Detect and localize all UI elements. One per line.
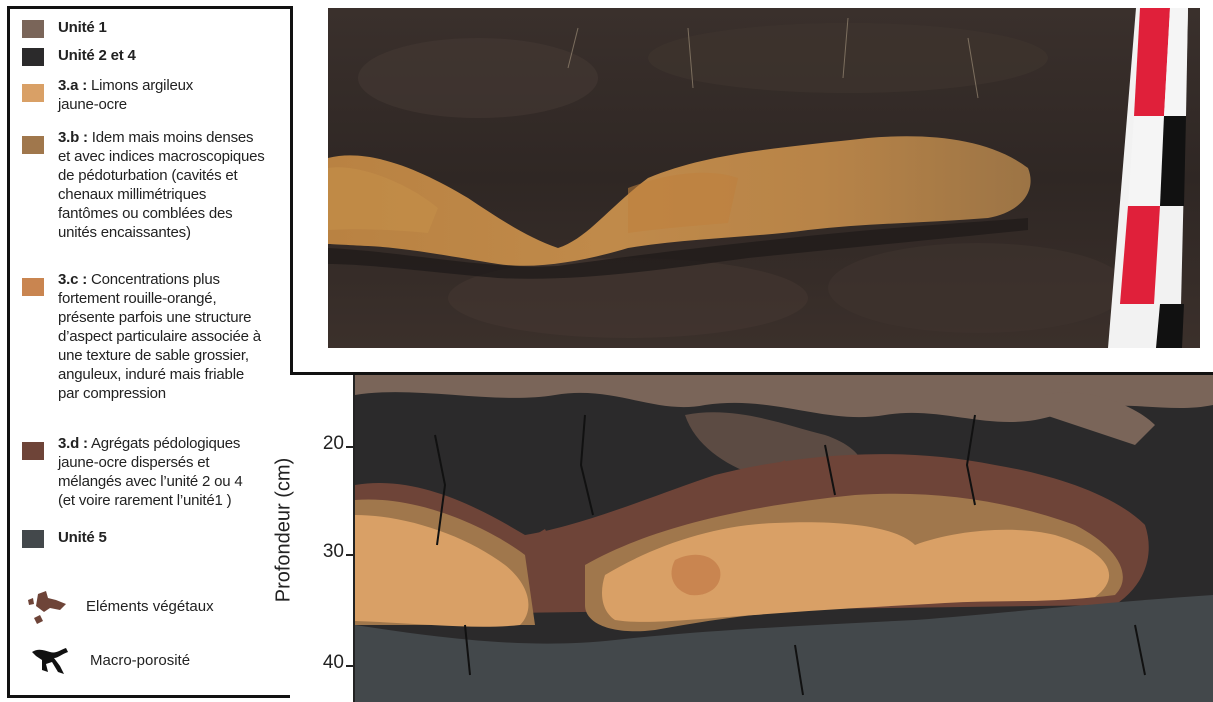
legend-item-unite-5: Unité 5 [22,528,107,548]
y-tick-label: 40 [322,652,344,673]
legend-label: Unité 1 [58,19,107,36]
legend-text: Agrégats pédologiques [87,435,241,452]
legend-text: chenaux millimétriques [58,186,207,203]
y-tick-mark [346,554,355,556]
legend-item-3d: 3.d : Agrégats pédologiques jaune-ocre d… [22,434,243,510]
swatch-unite-1 [22,20,44,38]
legend-text: par compression [58,385,166,402]
legend-text: fortement rouille-orangé, [58,290,217,307]
photo-scale-bar [1108,8,1188,348]
legend-item-3c: 3.c : Concentrations plus fortement roui… [22,270,261,403]
legend-item-3a: 3.a : Limons argileux jaune-ocre [22,76,193,114]
legend-text: Concentrations plus [87,271,220,288]
swatch-unite-5 [22,530,44,548]
soil-profile-photo [328,8,1200,348]
y-axis-title: Profondeur (cm) [272,457,295,603]
legend-item-unite-2-4: Unité 2 et 4 [22,46,136,66]
legend-label: Unité 5 [58,529,107,546]
legend-label: 3.a : [58,77,88,94]
legend-label: 3.d : [58,435,88,452]
macro-porosity-label: Macro-porosité [90,652,191,669]
swatch-3d [22,442,44,460]
swatch-3c [22,278,44,296]
y-tick-label: 20 [322,433,344,454]
vegetal-elements-icon [28,591,66,624]
legend-text: jaune-ocre [58,96,127,113]
swatch-3a [22,84,44,102]
legend-text: unités encaissantes) [58,224,191,241]
stratigraphic-drawing [355,375,1213,702]
swatch-unite-2-4 [22,48,44,66]
y-tick-mark [346,665,355,667]
legend-panel [7,6,290,698]
legend-text: et avec indices macroscopiques [58,148,265,165]
legend-label: Unité 2 et 4 [58,47,136,64]
legend-text: (et voire rarement l’unité1 ) [58,492,232,509]
legend-text: d’aspect particulaire associée à [58,328,261,345]
legend-text: présente parfois une structure [58,309,252,326]
legend-text: fantômes ou comblées des [58,205,233,222]
legend-text: de pédoturbation (cavités et [58,167,238,184]
legend-text: anguleux, induré mais friable [58,366,244,383]
frame-divider-horizontal [290,372,1213,375]
legend-label: 3.b : [58,129,88,146]
swatch-3b [22,136,44,154]
y-tick-label: 30 [322,541,344,562]
legend-text: mélangés avec l’unité 2 ou 4 [58,473,243,490]
vegetal-elements-label: Eléments végétaux [86,598,214,615]
legend-text: Limons argileux [87,77,194,94]
legend-item-3b: 3.b : Idem mais moins denses et avec ind… [22,128,265,242]
legend-text: jaune-ocre dispersés et [58,454,210,471]
y-tick-mark [346,446,355,448]
legend-text: Idem mais moins denses [87,129,254,146]
legend-label: 3.c : [58,271,88,288]
frame-divider-vertical [290,6,293,375]
y-axis [353,375,355,702]
legend-text: une texture de sable grossier, [58,347,249,364]
legend-item-unite-1: Unité 1 [22,18,107,38]
macro-porosity-icon [32,648,68,674]
